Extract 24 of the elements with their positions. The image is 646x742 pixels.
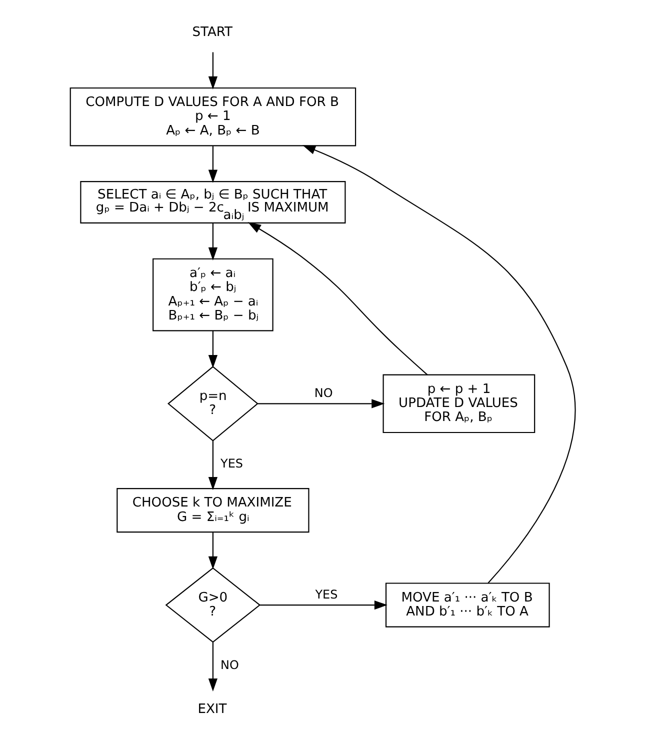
edge-label: NO bbox=[220, 658, 239, 672]
arrow bbox=[260, 600, 388, 610]
arrow bbox=[208, 642, 218, 692]
node-box: COMPUTE D VALUES FOR A AND FOR B p ← 1 Aₚ ← A, Bₚ ← B bbox=[70, 87, 356, 146]
arrow bbox=[208, 222, 218, 260]
arrow bbox=[258, 399, 385, 408]
node-diamond: G>0 ? bbox=[165, 567, 261, 643]
edge-label: YES bbox=[315, 587, 338, 602]
node-text: START bbox=[192, 24, 233, 40]
edge-label: YES bbox=[220, 456, 244, 471]
arrow bbox=[208, 330, 218, 368]
arrow bbox=[208, 440, 218, 490]
node-text: EXIT bbox=[198, 702, 227, 717]
arrow bbox=[208, 52, 218, 90]
node-diamond: p=n ? bbox=[167, 366, 258, 442]
arrow bbox=[208, 146, 218, 183]
node-box: CHOOSE k TO MAXIMIZE G = Σᵢ₌₁ᵏ gᵢ bbox=[116, 488, 310, 533]
arrow bbox=[208, 532, 218, 570]
node-box: a′ₚ ← aᵢ b′ₚ ← bⱼ Aₚ₊₁ ← Aₚ − aᵢ Bₚ₊₁ ← Bₚ − bⱼ bbox=[152, 258, 274, 332]
edge-label: NO bbox=[314, 386, 333, 400]
arrow bbox=[302, 145, 576, 584]
node-box: p ← p + 1 UPDATE D VALUES FOR Aₚ, Bₚ bbox=[382, 374, 536, 434]
node-box: MOVE a′₁ ··· a′ₖ TO B AND b′₁ ··· b′ₖ TO A bbox=[385, 582, 550, 628]
arrow bbox=[248, 222, 428, 376]
